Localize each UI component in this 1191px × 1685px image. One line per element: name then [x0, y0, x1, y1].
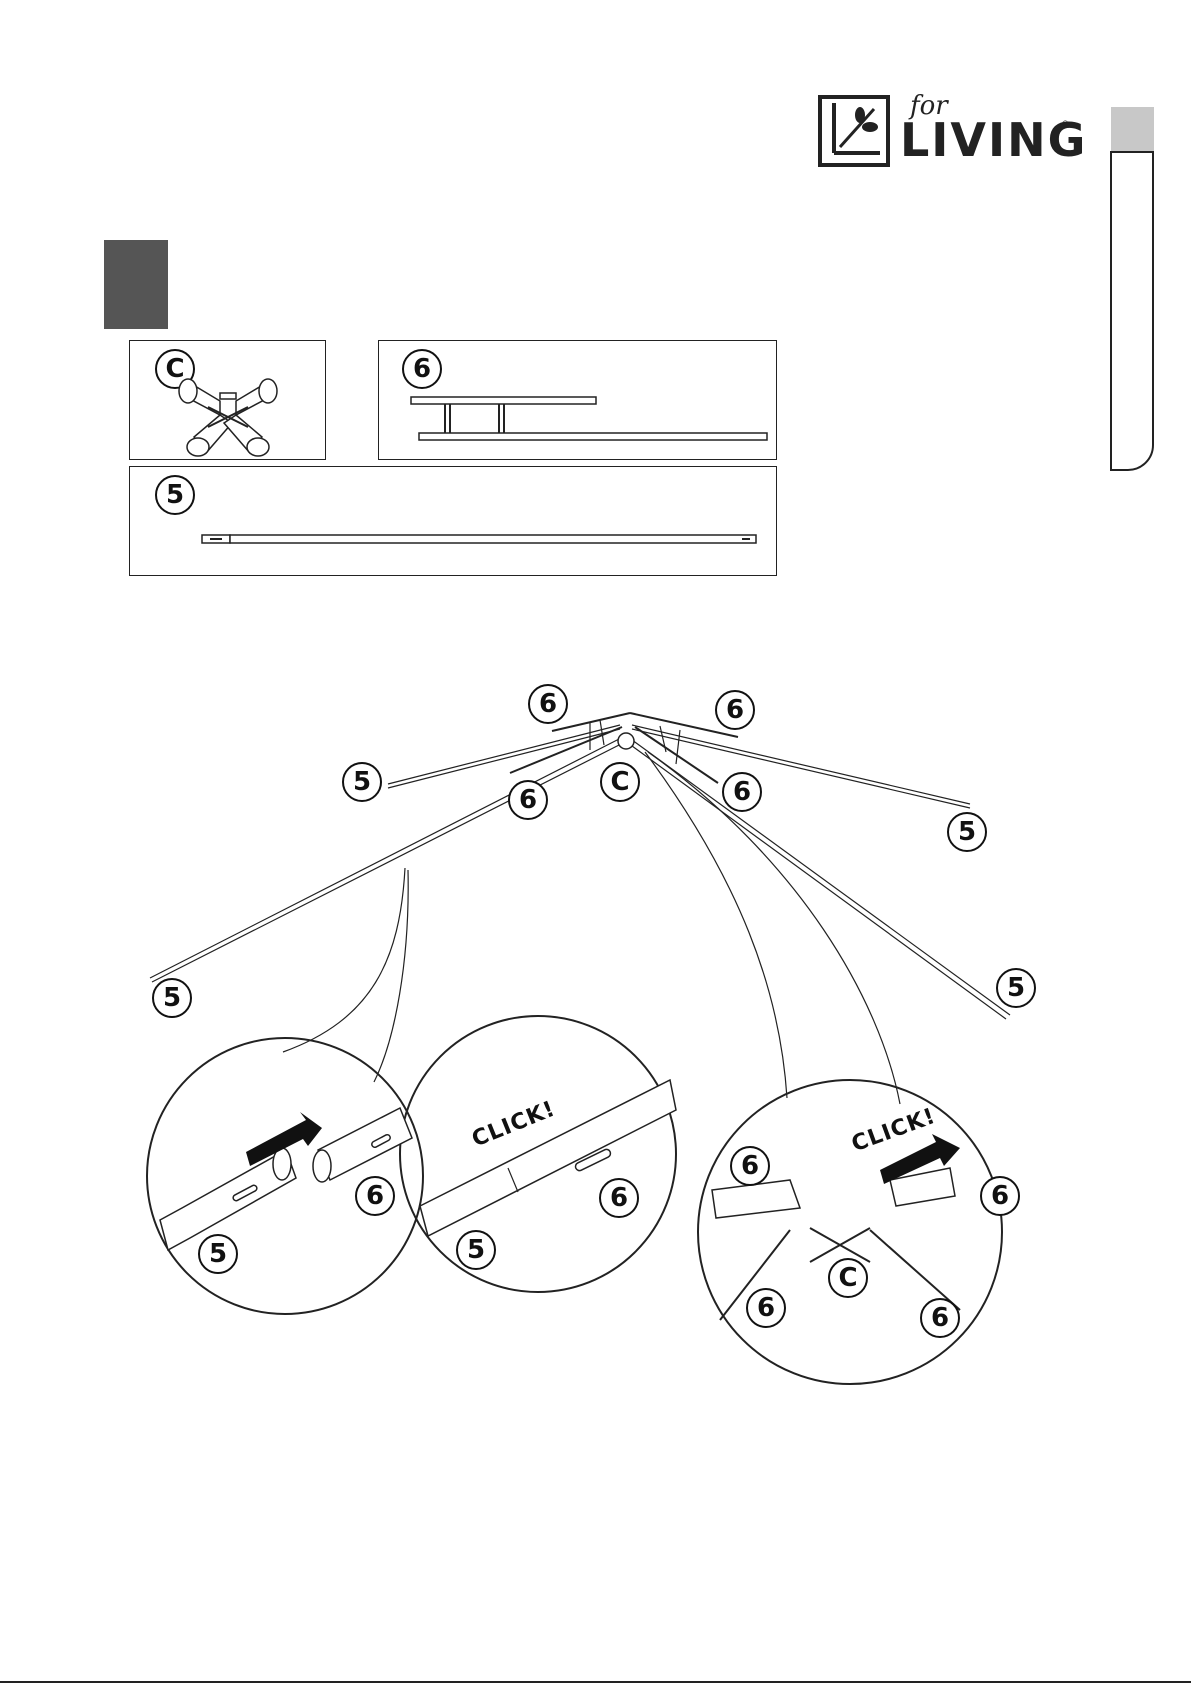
detail-right-label-6-top-left: 6 [730, 1146, 770, 1186]
detail-middle-label-5: 5 [456, 1230, 496, 1270]
detail-middle-label-6: 6 [599, 1178, 639, 1218]
overview-label-6-c: 6 [508, 780, 548, 820]
detail-right-label-6-bottom-right: 6 [920, 1298, 960, 1338]
detail-left-label-6: 6 [355, 1176, 395, 1216]
overview-label-c: C [600, 762, 640, 802]
detail-right-label-6-bottom-left: 6 [746, 1288, 786, 1328]
overview-label-5-d: 5 [996, 968, 1036, 1008]
detail-right-label-c: C [828, 1258, 868, 1298]
overview-label-6-a: 6 [528, 684, 568, 724]
overview-label-6-b: 6 [715, 690, 755, 730]
overview-label-5-a: 5 [342, 762, 382, 802]
detail-right-label-6-top-right: 6 [980, 1176, 1020, 1216]
overview-label-5-b: 5 [947, 812, 987, 852]
detail-left-label-5: 5 [198, 1234, 238, 1274]
overview-label-5-c: 5 [152, 978, 192, 1018]
bottom-rule [0, 1681, 1191, 1683]
overview-label-6-d: 6 [722, 772, 762, 812]
